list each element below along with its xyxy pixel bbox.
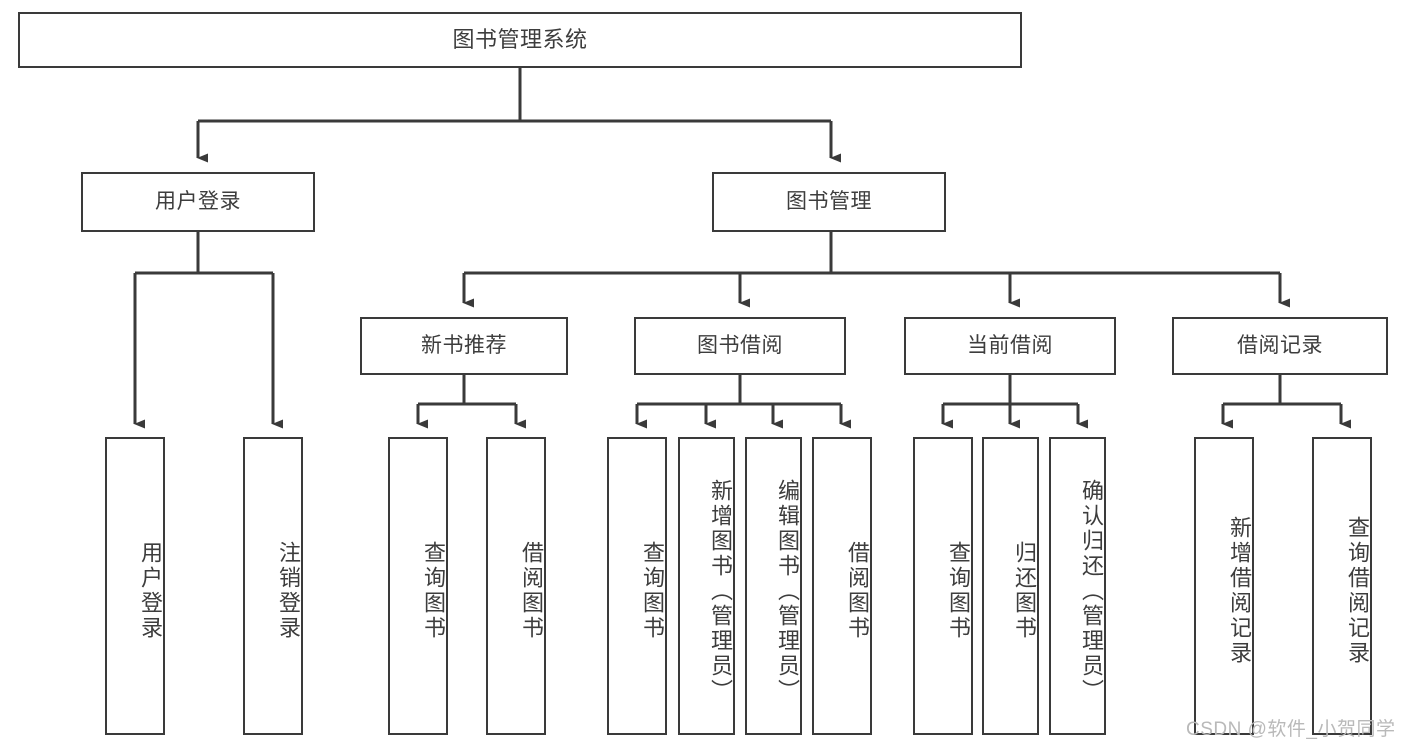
leaf-book-borrow-add[interactable]: 新增图书（管理员）: [678, 437, 735, 735]
node-borrow-record[interactable]: 借阅记录: [1172, 317, 1388, 375]
leaf-user-login-signin-label: 用户登录: [138, 541, 163, 641]
leaf-current-borrow-query-label: 查询图书: [946, 541, 971, 641]
leaf-borrow-record-query[interactable]: 查询借阅记录: [1312, 437, 1372, 735]
leaf-borrow-record-add-label: 新增借阅记录: [1227, 516, 1252, 666]
leaf-new-book-query[interactable]: 查询图书: [388, 437, 448, 735]
leaf-book-borrow-query[interactable]: 查询图书: [607, 437, 667, 735]
leaf-current-borrow-return-label: 归还图书: [1012, 541, 1037, 641]
node-borrow-record-label: 借阅记录: [1237, 333, 1323, 357]
node-new-book-recommend[interactable]: 新书推荐: [360, 317, 568, 375]
node-current-borrow-label: 当前借阅: [967, 333, 1053, 357]
leaf-user-login-signin[interactable]: 用户登录: [105, 437, 165, 735]
leaf-book-borrow-add-label: 新增图书（管理员）: [708, 478, 733, 704]
node-user-login-label: 用户登录: [155, 189, 241, 213]
leaf-book-borrow-edit-label: 编辑图书（管理员）: [775, 478, 800, 704]
leaf-current-borrow-return[interactable]: 归还图书: [982, 437, 1039, 735]
csdn-watermark: CSDN @软件_小贺同学: [1186, 719, 1396, 740]
leaf-borrow-record-add[interactable]: 新增借阅记录: [1194, 437, 1254, 735]
node-new-book-recommend-label: 新书推荐: [421, 333, 507, 357]
leaf-current-borrow-confirm[interactable]: 确认归还（管理员）: [1049, 437, 1106, 735]
node-user-login[interactable]: 用户登录: [81, 172, 315, 232]
node-book-manage[interactable]: 图书管理: [712, 172, 946, 232]
node-root[interactable]: 图书管理系统: [18, 12, 1022, 68]
leaf-borrow-record-query-label: 查询借阅记录: [1345, 516, 1370, 666]
leaf-current-borrow-query[interactable]: 查询图书: [913, 437, 973, 735]
leaf-book-borrow-lend-label: 借阅图书: [845, 541, 870, 641]
leaf-new-book-query-label: 查询图书: [421, 541, 446, 641]
node-book-borrow[interactable]: 图书借阅: [634, 317, 846, 375]
node-book-borrow-label: 图书借阅: [697, 333, 783, 357]
node-current-borrow[interactable]: 当前借阅: [904, 317, 1116, 375]
node-book-manage-label: 图书管理: [786, 189, 872, 213]
node-root-label: 图书管理系统: [452, 27, 588, 53]
leaf-book-borrow-edit[interactable]: 编辑图书（管理员）: [745, 437, 802, 735]
leaf-current-borrow-confirm-label: 确认归还（管理员）: [1079, 478, 1104, 704]
leaf-book-borrow-lend[interactable]: 借阅图书: [812, 437, 872, 735]
leaf-new-book-borrow-label: 借阅图书: [519, 541, 544, 641]
leaf-new-book-borrow[interactable]: 借阅图书: [486, 437, 546, 735]
leaf-book-borrow-query-label: 查询图书: [640, 541, 665, 641]
leaf-user-login-signout[interactable]: 注销登录: [243, 437, 303, 735]
leaf-user-login-signout-label: 注销登录: [276, 541, 301, 641]
